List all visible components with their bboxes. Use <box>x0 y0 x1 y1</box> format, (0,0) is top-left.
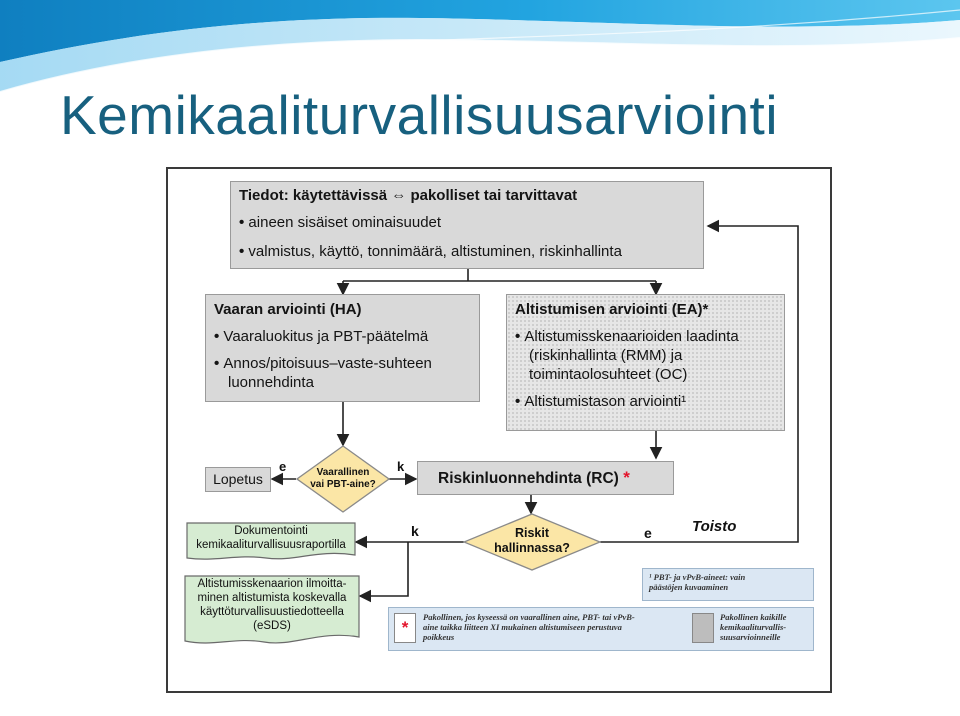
legend-star-symbol: * <box>401 618 409 637</box>
decision-hazard-text: Vaarallinen vai PBT-aine? <box>296 467 390 491</box>
legend-star-text: Pakollinen, jos kyseessä on vaarallinen … <box>423 612 683 642</box>
legend-gray-line-1: Pakollinen kaikille <box>720 612 787 622</box>
decision-hazard-line-2: vai PBT-aine? <box>310 479 376 490</box>
decision-hazard-line-1: Vaarallinen <box>316 467 370 478</box>
repeat-label: Toisto <box>692 518 737 535</box>
exposure-bullet-1: Altistumisskenaarioiden laadinta (riskin… <box>515 327 776 384</box>
legend-box: * Pakollinen, jos kyseessä on vaaralline… <box>388 607 814 651</box>
esds-document-shape <box>184 575 360 644</box>
hazard-assessment-box: Vaaran arviointi (HA) Vaaraluokitus ja P… <box>205 294 480 402</box>
info-bullet-2: valmistus, käyttö, tonnimäärä, altistumi… <box>239 242 695 261</box>
report-line-2: kemikaaliturvallisuusraportilla <box>196 539 346 551</box>
legend-gray-text: Pakollinen kaikille kemikaaliturvallis- … <box>720 612 812 642</box>
footnote-line-1: ¹ PBT- ja vPvB-aineet: vain <box>649 572 746 582</box>
esds-line-3: käyttöturvallisuustiedotteella <box>200 606 344 618</box>
decision-risk-line-1: Riskit <box>514 526 550 540</box>
hazard-bullet-1: Vaaraluokitus ja PBT-päätelmä <box>214 327 471 346</box>
decision-diamond-risk <box>463 513 601 571</box>
report-document-shape <box>186 522 356 560</box>
exposure-title: Altistumisen arviointi (EA)* <box>515 301 709 318</box>
flow-connectors <box>270 219 799 603</box>
decision-risk-line-2: hallinnassa? <box>494 541 570 555</box>
legend-star-line-2: aine taikka liitteen XI mukainen altistu… <box>423 622 622 632</box>
hazard-title: Vaaran arviointi (HA) <box>214 301 362 318</box>
esds-line-1: Altistumisskenaarion ilmoitta- <box>197 578 347 590</box>
decision-hazard-no-label: e <box>279 459 287 474</box>
legend-gray-line-2: kemikaaliturvallis- <box>720 622 787 632</box>
stop-box: Lopetus <box>205 467 271 492</box>
diagram-frame: Tiedot: käytettävissä ⇔ pakolliset tai t… <box>166 167 832 693</box>
esds-line-2: minen altistumista koskevalla <box>197 592 347 604</box>
footnote-line-2: päästöjen kuvaaminen <box>649 582 729 592</box>
decision-diamond-hazard <box>296 445 390 513</box>
info-box-title: Tiedot: käytettävissä ⇔ pakolliset tai t… <box>239 187 578 204</box>
header-banner <box>0 0 960 93</box>
decision-hazard-yes-label: k <box>397 459 405 474</box>
risk-box-label: Riskinluonnehdinta (RC) <box>438 470 619 487</box>
legend-gray-line-3: suusarvioinneille <box>720 632 781 642</box>
legend-star-line-3: poikkeus <box>423 632 455 642</box>
risk-required-mark: * <box>623 468 630 487</box>
legend-gray-swatch <box>692 613 714 643</box>
info-box: Tiedot: käytettävissä ⇔ pakolliset tai t… <box>230 181 704 269</box>
risk-characterisation-box: Riskinluonnehdinta (RC) * <box>417 461 674 495</box>
slide-title: Kemikaaliturvallisuusarviointi <box>60 84 779 146</box>
hazard-bullet-2: Annos/pitoisuus–vaste-suhteen luonnehdin… <box>214 354 471 392</box>
esds-line-4: (eSDS) <box>253 620 291 632</box>
legend-star-swatch: * <box>394 613 416 643</box>
exposure-assessment-box: Altistumisen arviointi (EA)* Altistumiss… <box>506 294 785 431</box>
decision-risk-text: Riskit hallinnassa? <box>463 526 601 556</box>
report-line-1: Dokumentointi <box>234 525 308 537</box>
footnote-box: ¹ PBT- ja vPvB-aineet: vain päästöjen ku… <box>642 568 814 601</box>
esds-document: Altistumisskenaarion ilmoitta- minen alt… <box>184 577 360 633</box>
decision-risk-no-label: e <box>644 525 652 541</box>
exposure-bullet-2: Altistumistason arviointi¹ <box>515 392 776 411</box>
report-document: Dokumentointi kemikaaliturvallisuusrapor… <box>186 524 356 552</box>
decision-risk-yes-label: k <box>411 523 419 539</box>
info-bullet-1: aineen sisäiset ominaisuudet <box>239 213 695 232</box>
legend-star-line-1: Pakollinen, jos kyseessä on vaarallinen … <box>423 612 635 622</box>
